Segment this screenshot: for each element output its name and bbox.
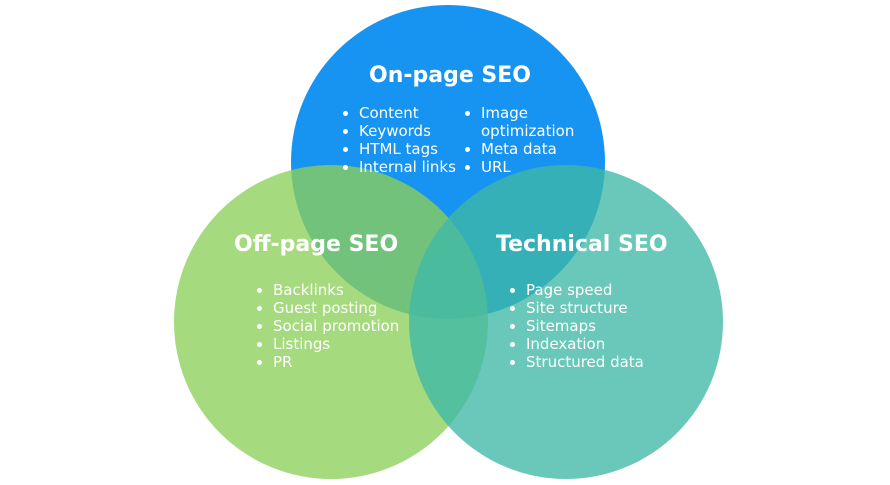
list-item: Content xyxy=(341,104,456,122)
list-item: Image xyxy=(463,104,574,122)
list-item: Indexation xyxy=(508,335,644,353)
list-item: URL xyxy=(463,158,574,176)
list-item: Guest posting xyxy=(255,299,399,317)
on-page-seo-list-left: Content Keywords HTML tags Internal link… xyxy=(341,104,456,176)
on-page-seo-title: On-page SEO xyxy=(369,63,531,88)
off-page-seo-title: Off-page SEO xyxy=(234,232,399,257)
technical-seo-circle xyxy=(409,165,723,479)
list-item: Page speed xyxy=(508,281,644,299)
off-page-seo-list: Backlinks Guest posting Social promotion… xyxy=(255,281,399,371)
technical-seo-list: Page speed Site structure Sitemaps Index… xyxy=(508,281,644,371)
list-item: Sitemaps xyxy=(508,317,644,335)
list-item: Site structure xyxy=(508,299,644,317)
list-item-continuation: optimization xyxy=(481,122,575,140)
list-item: Keywords xyxy=(341,122,456,140)
list-item: Backlinks xyxy=(255,281,399,299)
list-item: Internal links xyxy=(341,158,456,176)
off-page-seo-circle xyxy=(174,165,488,479)
list-item: PR xyxy=(255,353,399,371)
list-item: Meta data xyxy=(463,140,574,158)
list-item: HTML tags xyxy=(341,140,456,158)
list-item: Social promotion xyxy=(255,317,399,335)
on-page-seo-list-right: Image optimization Meta data URL xyxy=(463,104,574,176)
technical-seo-title: Technical SEO xyxy=(496,232,668,257)
list-item: Listings xyxy=(255,335,399,353)
list-item: Structured data xyxy=(508,353,644,371)
